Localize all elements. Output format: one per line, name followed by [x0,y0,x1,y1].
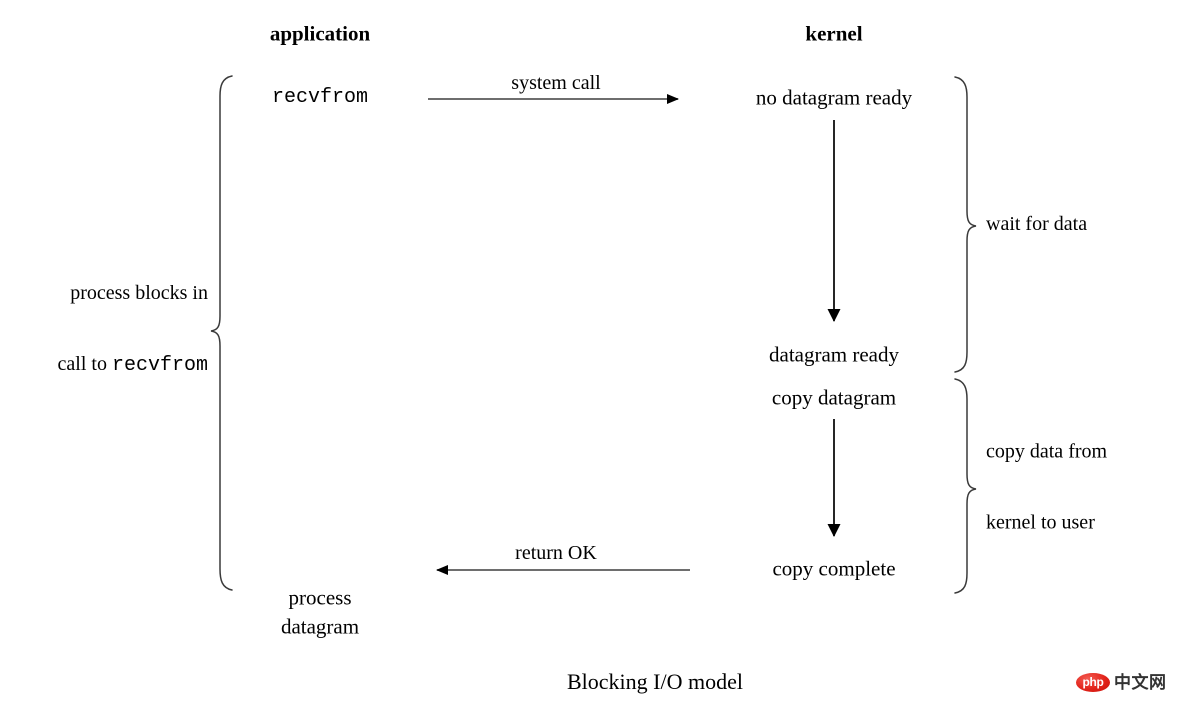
node-process-datagram-line1: process [288,585,352,610]
node-recvfrom: recvfrom [271,86,369,110]
php-badge-icon: php [1076,672,1110,692]
brace-label-process-blocks: process blocks in call to recvfrom [58,235,208,425]
brace-label-copy-data: copy data from kernel to user [986,394,1107,583]
brace-label-wait-for-data: wait for data [986,213,1088,236]
node-no-datagram-ready: no datagram ready [755,85,913,110]
brace-wait-for-data [954,76,977,373]
column-header-application: application [269,21,371,46]
brace-label-line2-prefix: call to [57,353,112,376]
brace-label-copy-data-line2: kernel to user [986,511,1095,534]
brace-label-line2: call to recvfrom [58,353,208,378]
column-header-kernel: kernel [805,21,863,46]
node-datagram-ready: datagram ready [768,342,900,367]
node-copy-datagram: copy datagram [771,385,897,410]
watermark-logo: php 中文网 [1076,669,1172,695]
brace-label-line1: process blocks in [70,282,208,305]
brace-copy-data [954,378,977,594]
node-copy-complete: copy complete [772,556,896,581]
brace-label-copy-data-line1: copy data from [986,440,1108,463]
brace-process-blocks [210,75,233,591]
diagram-caption: Blocking I/O model [567,669,743,695]
watermark-text: 中文网 [1114,672,1167,692]
brace-label-line2-code: recvfrom [111,354,208,378]
arrow-label-return-ok: return OK [515,542,597,565]
arrow-label-system-call: system call [511,72,601,95]
node-process-datagram-line2: datagram [280,614,360,639]
